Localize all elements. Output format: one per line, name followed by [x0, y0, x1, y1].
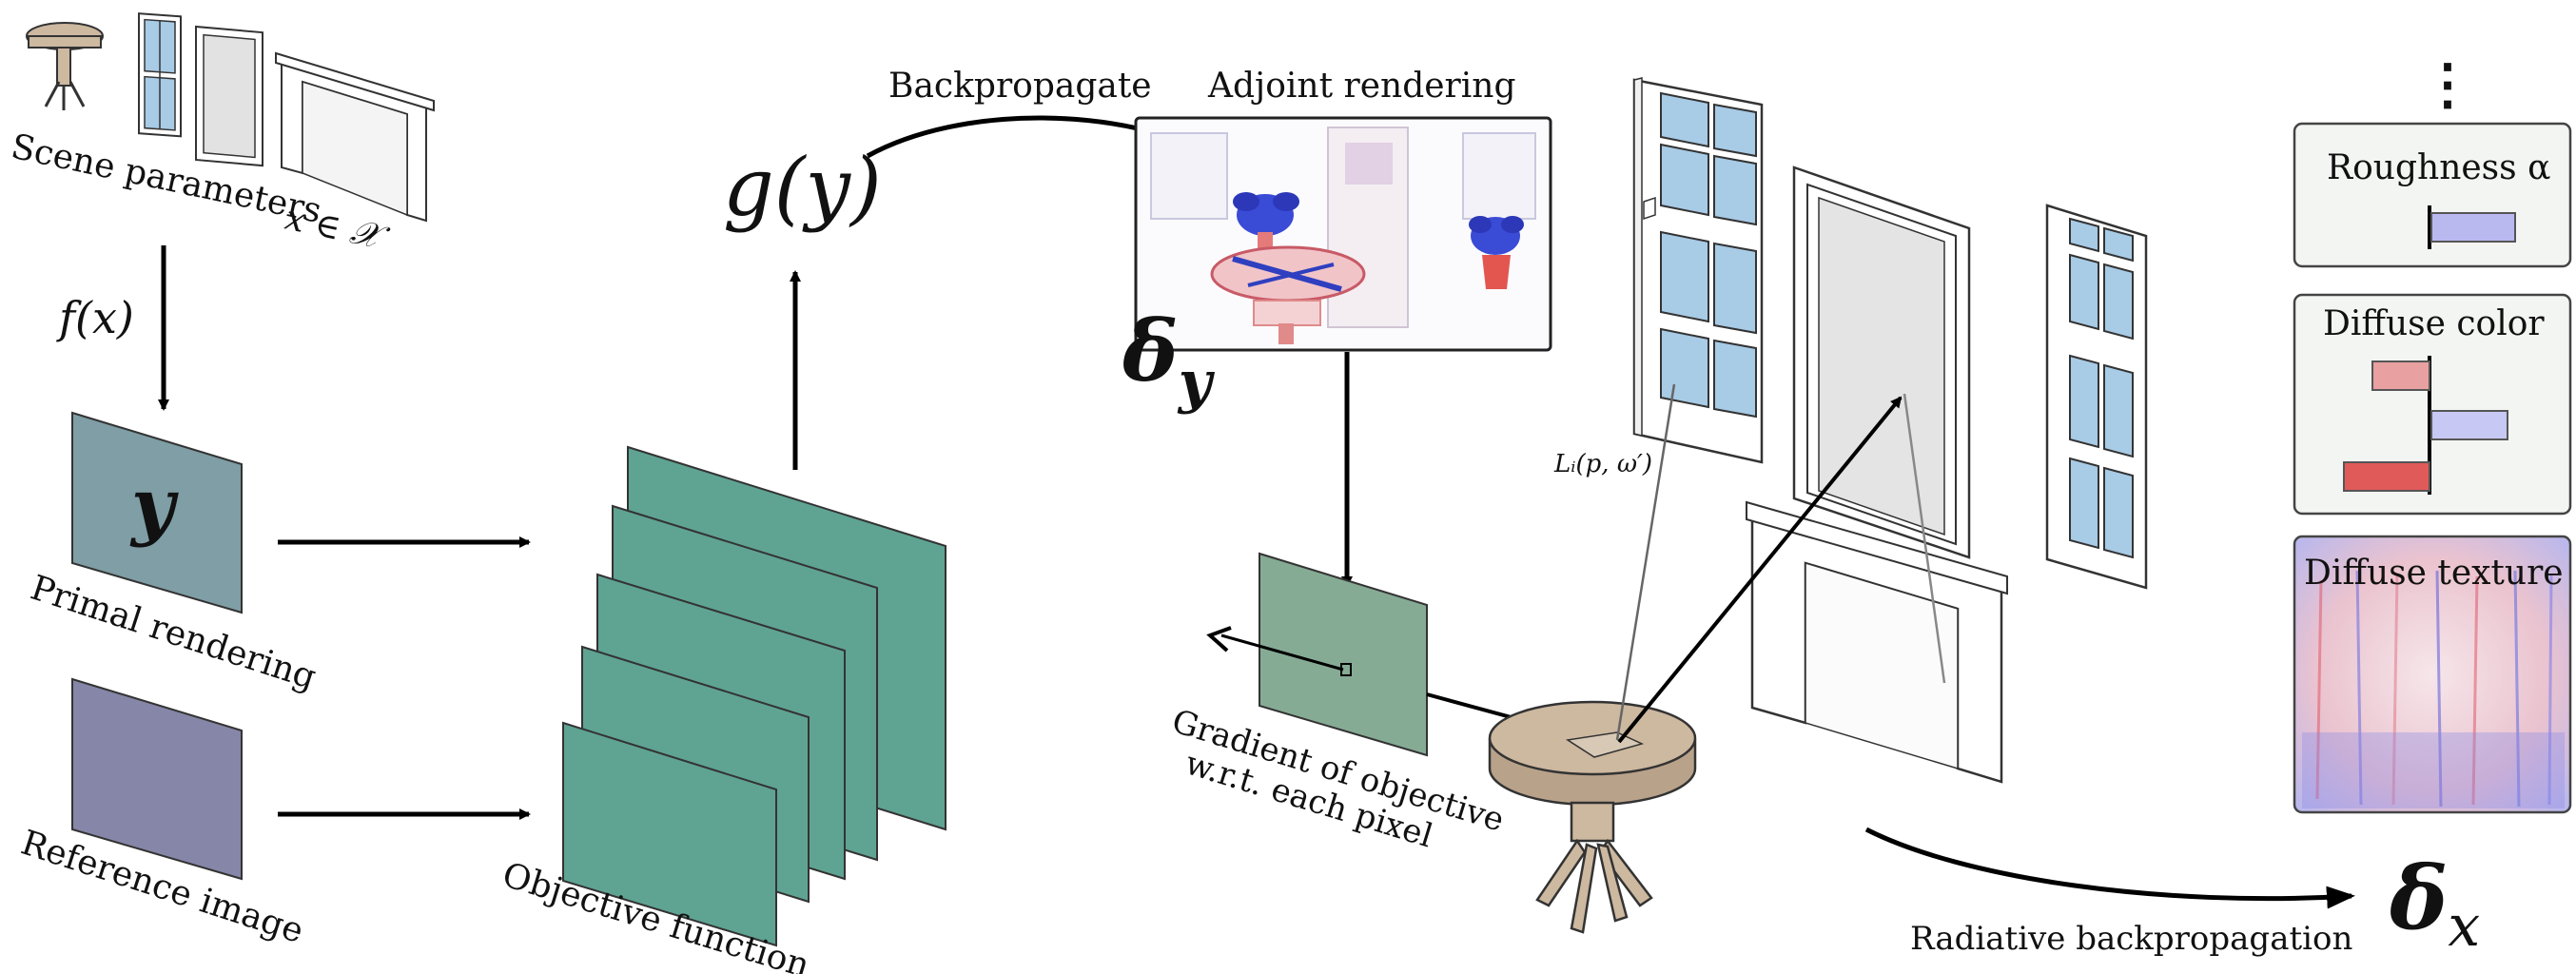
diffuse-color-panel: Diffuse color [2293, 293, 2572, 516]
camera-ray-arrow [1220, 633, 1344, 672]
more-params-ellipsis: ⋮ [2420, 51, 2475, 116]
g-of-y-label: g(y) [723, 141, 882, 234]
diffuse-color-bar-blue [2343, 461, 2430, 492]
scene-parameters-label: Scene parameters [8, 127, 324, 231]
roughness-label: Roughness α [2327, 148, 2550, 187]
delta-y-label: δy [1122, 302, 1216, 416]
mirror-bounce-ray [1903, 393, 1946, 684]
radiative-backprop-label: Radiative backpropagation [1910, 920, 2352, 958]
mirror-thumbnail [195, 25, 263, 167]
radiative-backprop-arrow [1864, 827, 2355, 909]
adjoint-plant-right [1469, 216, 1524, 289]
primal-rendering-image [71, 411, 243, 614]
adjoint-rendering-image [1134, 116, 1552, 352]
f-of-x-label: f(x) [56, 292, 134, 343]
adjoint-rendering-label: Adjoint rendering [1207, 67, 1516, 106]
roughness-panel: Roughness α [2293, 122, 2572, 268]
scene-fireplace [1746, 500, 2008, 784]
diffuse-color-label: Diffuse color [2323, 304, 2545, 343]
camera-icon [1206, 626, 1232, 653]
scene-window-right [2045, 204, 2148, 590]
scene-mirror [1792, 166, 1971, 559]
objective-function-stack [562, 445, 946, 947]
delta-x-label: δx [2389, 847, 2480, 960]
adjoint-table [1210, 245, 1366, 344]
diffuse-color-bar-green [2430, 410, 2508, 440]
incident-radiance-ray [1615, 383, 1676, 741]
radiance-label: Lᵢ(p, ω′) [1553, 450, 1652, 478]
primal-symbol: y [129, 462, 179, 549]
scene-window-left [1632, 77, 1764, 464]
scene-thumbnails [26, 12, 435, 223]
backpropagate-label: Backpropagate [888, 67, 1152, 106]
reflected-ray [1617, 396, 1903, 744]
gradient-image [1259, 552, 1428, 757]
fireplace-thumbnail [275, 51, 435, 223]
diffuse-texture-panel: Diffuse texture [2293, 535, 2572, 814]
scene-parameters-math: x ∈ 𝒳 [282, 199, 393, 259]
roughness-bar [2430, 212, 2516, 243]
table-thumbnail [26, 22, 104, 110]
diffuse-color-bar-red [2371, 360, 2430, 391]
window-thumbnail [138, 12, 182, 138]
diffuse-texture-label: Diffuse texture [2304, 554, 2564, 593]
adjoint-plant-left [1233, 192, 1299, 249]
scene-table [1488, 700, 1697, 934]
reference-image [71, 677, 243, 881]
